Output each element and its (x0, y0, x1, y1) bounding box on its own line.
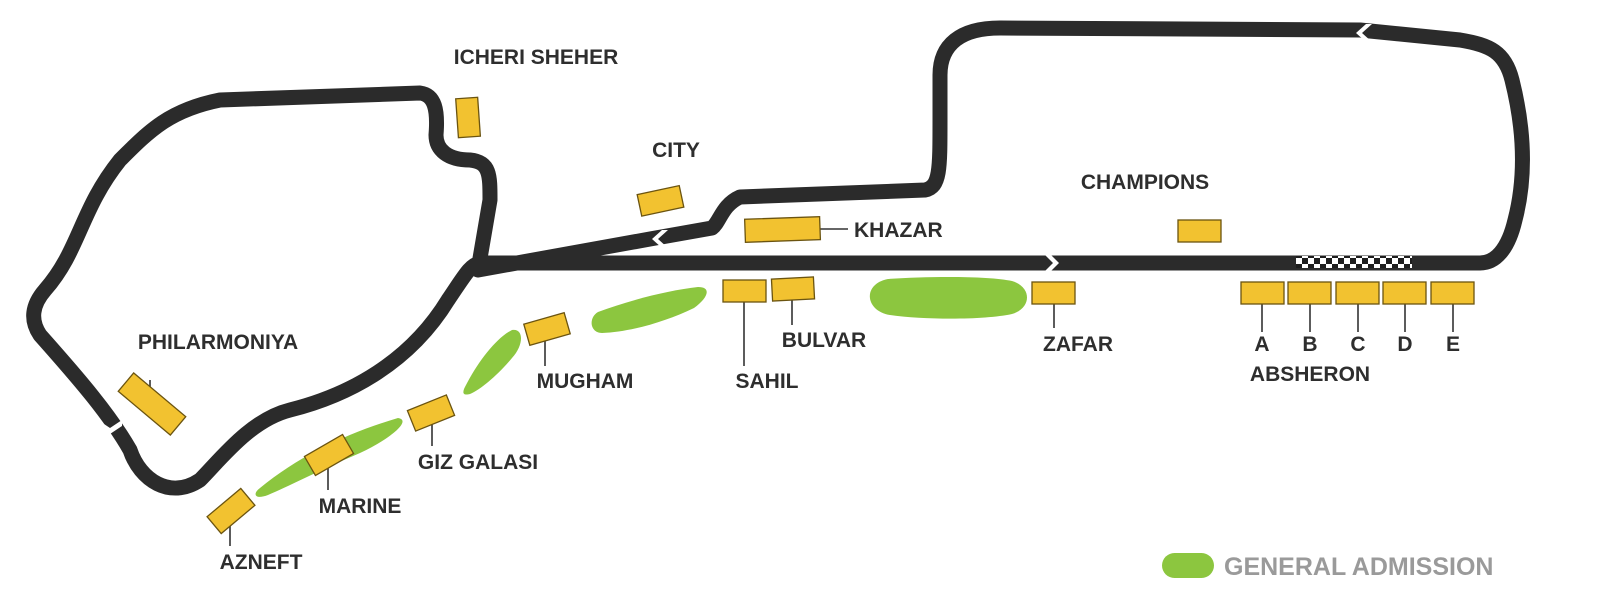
label-absheron-c: C (1350, 333, 1365, 356)
legend: GENERAL ADMISSION (1162, 553, 1493, 581)
label-zafar: ZAFAR (1043, 333, 1113, 356)
legend-ga-swatch (1162, 553, 1214, 578)
grandstand-philarmoniya[interactable] (117, 372, 187, 436)
chevron-arrow-icon (1356, 24, 1372, 42)
chevron-arrow-icon (1044, 254, 1059, 272)
direction-arrows (98, 24, 1372, 434)
ga-area-giz-galasi[interactable] (463, 329, 521, 395)
ga-area-mugham[interactable] (591, 287, 707, 333)
grandstand-bulvar[interactable] (770, 276, 816, 302)
grandstand-sahil[interactable] (722, 279, 767, 303)
grandstand-khazar[interactable] (743, 216, 822, 243)
race-track (26, 20, 1530, 496)
label-city: CITY (652, 139, 700, 162)
grandstand-absheron-a[interactable] (1240, 281, 1285, 305)
label-icheri-sheher: ICHERI SHEHER (454, 46, 619, 69)
grandstand-azneft[interactable] (206, 487, 256, 535)
chevron-arrow-icon (652, 230, 668, 248)
grandstand-absheron-e[interactable] (1430, 281, 1475, 305)
label-giz-galasi: GIZ GALASI (418, 451, 538, 474)
label-azneft: AZNEFT (220, 551, 303, 574)
grandstand-champions[interactable] (1177, 219, 1222, 243)
label-mugham: MUGHAM (537, 370, 634, 393)
grandstand-city[interactable] (636, 184, 685, 217)
grandstand-labels: ICHERI SHEHER CITY KHAZAR CHAMPIONS PHIL… (138, 46, 1460, 574)
grandstands (117, 96, 1475, 535)
ga-area-bulvar[interactable] (869, 276, 1027, 319)
checkered-finish-line-icon (1296, 256, 1412, 268)
grandstand-marine[interactable] (303, 433, 355, 477)
grandstand-icheri-sheher[interactable] (455, 96, 482, 139)
label-champions: CHAMPIONS (1081, 171, 1209, 194)
grandstand-absheron-d[interactable] (1382, 281, 1427, 305)
label-absheron-b: B (1302, 333, 1317, 356)
label-khazar: KHAZAR (854, 219, 943, 242)
legend-ga-label: GENERAL ADMISSION (1224, 553, 1493, 581)
general-admission-areas (255, 276, 1027, 497)
label-absheron-d: D (1397, 333, 1412, 356)
label-absheron-e: E (1446, 333, 1460, 356)
grandstand-giz-galasi[interactable] (406, 394, 456, 432)
label-absheron: ABSHERON (1250, 363, 1370, 386)
label-philarmoniya: PHILARMONIYA (138, 331, 298, 354)
chevron-arrow-icon (98, 420, 122, 434)
label-absheron-a: A (1254, 333, 1269, 356)
label-bulvar: BULVAR (782, 329, 866, 352)
grandstand-absheron-c[interactable] (1335, 281, 1380, 305)
grandstand-absheron-b[interactable] (1287, 281, 1332, 305)
label-marine: MARINE (319, 495, 402, 518)
grandstand-mugham[interactable] (522, 311, 572, 347)
label-sahil: SAHIL (736, 370, 799, 393)
grandstand-zafar[interactable] (1031, 281, 1076, 305)
